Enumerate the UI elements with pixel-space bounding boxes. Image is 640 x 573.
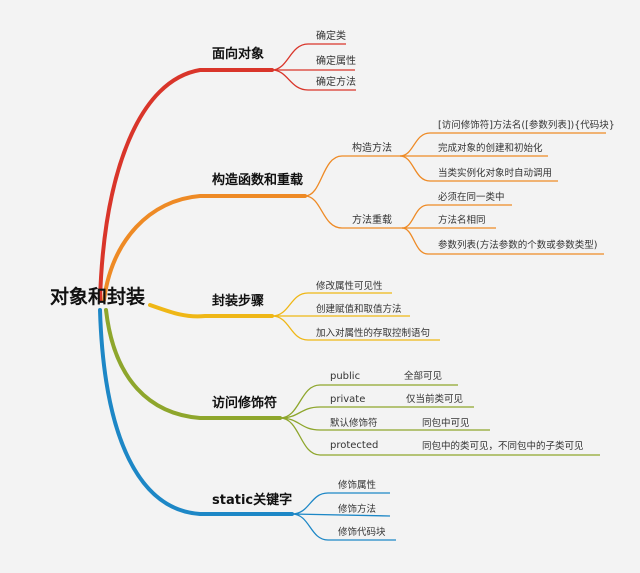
root-node: 对象和封装: [50, 286, 146, 308]
trunk-line-oop: [98, 68, 274, 302]
branch-encapsulation-steps: 封装步骤: [212, 294, 265, 309]
branch-oop: 面向对象: [212, 47, 265, 62]
overload-leaf: 方法名相同: [438, 215, 486, 226]
branch-static-keyword: static关键字: [212, 493, 293, 508]
branch-access-modifiers: 访问修饰符: [212, 396, 278, 411]
oop-leaf: 确定类: [316, 31, 346, 42]
oop-connector-1: [271, 43, 346, 71]
trunk-line-constructor: [102, 194, 307, 302]
modifier-keyword: private: [330, 394, 366, 405]
trunk-line-access: [104, 308, 282, 420]
acc-connector-1: [279, 384, 458, 419]
oop-leaf: 确定方法: [316, 77, 356, 88]
encapsulation-leaf: 加入对属性的存取控制语句: [316, 328, 431, 339]
static-connector-1: [291, 492, 390, 515]
ctor-connector-b: [304, 195, 402, 229]
method-overload-node: 方法重载: [352, 215, 392, 226]
acc-connector-4: [279, 417, 600, 456]
modifier-keyword: public: [330, 371, 361, 382]
trunk-line-encapsulation: [148, 303, 274, 319]
constructor-leaf: 完成对象的创建和初始化: [438, 143, 543, 154]
static-leaf: 修饰属性: [338, 480, 377, 491]
enc-connector-3: [271, 315, 440, 341]
static-connector-3: [291, 513, 396, 541]
static-connector-2: [291, 513, 391, 517]
constructor-leaf: 当类实例化对象时自动调用: [438, 168, 553, 179]
acc-connector-2: [279, 406, 474, 419]
ovl-leaf-3: [401, 227, 604, 255]
encapsulation-leaf: 创建赋值和取值方法: [316, 304, 402, 315]
modifier-keyword: 默认修饰符: [330, 418, 378, 429]
overload-leaf: 参数列表(方法参数的个数或参数类型): [438, 240, 598, 251]
ctor-connector-a: [304, 155, 400, 197]
static-leaf: 修饰方法: [338, 504, 377, 515]
modifier-description: 全部可见: [404, 371, 443, 382]
constructor-method-node: 构造方法: [352, 143, 392, 154]
overload-leaf: 必须在同一类中: [438, 192, 505, 203]
encapsulation-leaf: 修改属性可见性: [316, 281, 383, 292]
modifier-keyword: protected: [330, 440, 379, 451]
trunk-line-static: [98, 308, 294, 516]
ctor-leaf-1: [399, 132, 606, 157]
modifier-description: 同包中可见: [422, 418, 470, 429]
ovl-leaf-1: [401, 204, 512, 229]
ctor-leaf-3: [399, 155, 558, 182]
branch-constructor-overload: 构造函数和重载: [212, 173, 304, 188]
modifier-description: 同包中的类可见，不同包中的子类可见: [422, 441, 584, 452]
static-leaf: 修饰代码块: [338, 527, 386, 538]
oop-connector-3: [271, 69, 356, 91]
enc-connector-1: [271, 292, 392, 317]
modifier-description: 仅当前类可见: [406, 394, 464, 405]
constructor-leaf: [访问修饰符]方法名([参数列表]){代码块}: [438, 120, 615, 131]
oop-leaf: 确定属性: [316, 56, 356, 67]
